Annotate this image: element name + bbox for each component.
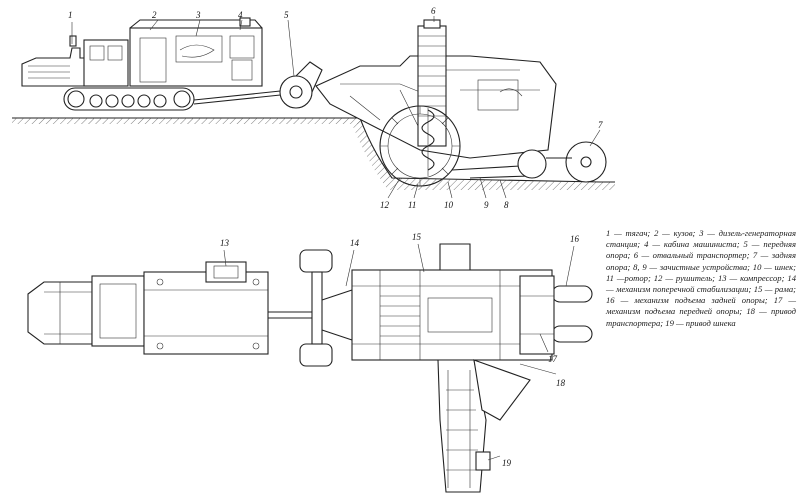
label-12: 12 <box>380 200 390 210</box>
plan-view: 13 14 15 16 17 18 19 <box>27 232 593 493</box>
label-5: 5 <box>284 10 289 20</box>
label-1: 1 <box>68 10 73 20</box>
label-6: 6 <box>431 6 436 16</box>
rotor <box>379 105 461 187</box>
crawler-track <box>63 87 195 111</box>
body-plan <box>143 261 269 355</box>
frame-plan <box>351 269 553 361</box>
label-18: 18 <box>556 378 566 388</box>
label-3: 3 <box>195 10 201 20</box>
label-19: 19 <box>502 458 512 468</box>
tractor <box>21 35 129 87</box>
side-view: 1 2 3 4 5 6 7 8 9 10 11 12 <box>12 6 615 210</box>
front-axle-plan <box>299 249 353 367</box>
label-4: 4 <box>238 10 243 20</box>
label-15: 15 <box>412 232 422 242</box>
body-housing <box>129 17 263 87</box>
label-17: 17 <box>548 354 558 364</box>
figure-caption: 1 — тягач; 2 — кузов; 3 — дизель-генерат… <box>606 228 796 328</box>
label-13: 13 <box>220 238 230 248</box>
label-11: 11 <box>408 200 416 210</box>
label-2: 2 <box>152 10 157 20</box>
auger <box>421 108 435 176</box>
rear-support <box>517 141 607 183</box>
label-14: 14 <box>350 238 360 248</box>
label-16: 16 <box>570 234 580 244</box>
label-7: 7 <box>598 120 603 130</box>
front-support <box>279 61 323 109</box>
conveyor-plan <box>437 243 531 493</box>
label-10: 10 <box>444 200 454 210</box>
label-8: 8 <box>504 200 509 210</box>
rear-support-plan <box>519 275 593 355</box>
tractor-plan <box>27 275 145 347</box>
label-9: 9 <box>484 200 489 210</box>
